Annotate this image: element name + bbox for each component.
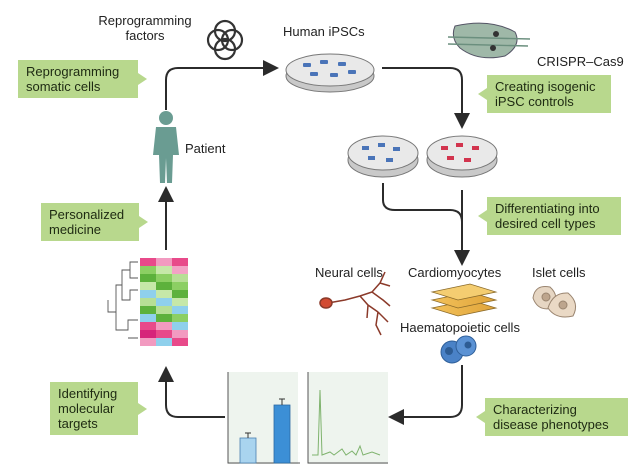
bar-control bbox=[239, 437, 257, 464]
crispr-cas9-icon bbox=[447, 22, 531, 59]
human-ipscs-label: Human iPSCs bbox=[283, 24, 365, 39]
cardiomyocytes-label: Cardiomyocytes bbox=[408, 265, 502, 280]
neural-cells-label: Neural cells bbox=[315, 265, 383, 280]
human-silhouette-icon bbox=[153, 111, 179, 183]
spike-trace-icon bbox=[307, 372, 388, 464]
cycle-arrows bbox=[158, 60, 470, 425]
neural-cell-icon bbox=[319, 271, 391, 336]
islet-cells-icon bbox=[532, 286, 577, 318]
reprogramming-factors-label: Reprogramming factors bbox=[98, 13, 192, 43]
patient-label: Patient bbox=[185, 141, 226, 156]
bar-chart-icon bbox=[227, 372, 300, 464]
petri-dish-icon bbox=[285, 53, 375, 93]
haematopoietic-cells-icon bbox=[440, 335, 477, 364]
haematopoietic-cells-label: Haematopoietic cells bbox=[400, 320, 520, 335]
reprogramming-factors-rings-icon bbox=[206, 19, 244, 61]
bar-disease bbox=[273, 404, 291, 464]
cardiomyocytes-icon bbox=[430, 283, 498, 317]
arrow-phenotype-to-targets bbox=[158, 366, 225, 418]
callout-characterizing: Characterizing disease phenotypes bbox=[476, 398, 628, 436]
arrow-cells-to-phenotype bbox=[388, 365, 463, 425]
arrow-patient-to-ipsc bbox=[165, 60, 279, 110]
callout-personalized-medicine: Personalized medicine bbox=[41, 203, 148, 241]
arrow-dish-branch bbox=[382, 183, 463, 223]
callout-creating-isogenic: Creating isogenic iPSC controls bbox=[478, 75, 611, 113]
heatmap-dendrogram-icon bbox=[107, 258, 188, 346]
arrow-ipsc-to-isogenic bbox=[382, 67, 470, 129]
callout-differentiating: Differentiating into desired cell types bbox=[478, 197, 621, 235]
crispr-cas9-label: CRISPR–Cas9 bbox=[537, 54, 624, 69]
callout-identifying-targets: Identifying molecular targets bbox=[50, 382, 147, 435]
isogenic-dishes-icon bbox=[347, 135, 498, 178]
callout-reprogramming-somatic: Reprogramming somatic cells bbox=[18, 60, 147, 98]
islet-cells-label: Islet cells bbox=[532, 265, 586, 280]
